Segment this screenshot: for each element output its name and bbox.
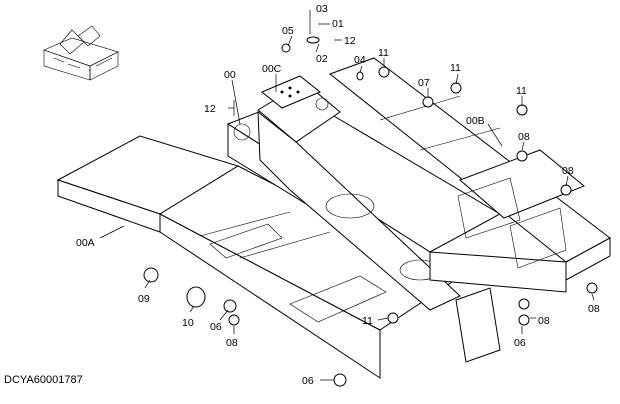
seal-10	[186, 286, 206, 308]
seal-08-b	[518, 298, 530, 310]
seal-11-bottom	[387, 312, 399, 324]
callout-00C: 00C	[262, 63, 282, 75]
callout-06-left: 06	[210, 321, 222, 333]
callout-09: 09	[138, 293, 150, 305]
callout-11-bottom: 11	[362, 315, 373, 327]
callout-08-upper: 08	[518, 131, 530, 143]
callout-01: 01	[332, 18, 344, 30]
callout-04: 04	[354, 54, 366, 66]
orientation-thumbnail	[43, 25, 119, 81]
left-side-frame	[56, 135, 459, 379]
center-frame	[226, 81, 502, 311]
callout-03: 03	[316, 3, 328, 15]
callout-12-top: 12	[344, 35, 356, 47]
callout-11-mid: 11	[450, 62, 461, 74]
seal-rings	[143, 36, 598, 387]
seal-06-b	[518, 314, 530, 326]
callout-12-left: 12	[204, 103, 216, 115]
callout-02: 02	[316, 53, 328, 65]
step-plate	[261, 75, 321, 109]
callout-06-bottom: 06	[302, 375, 314, 387]
document-id: DCYA60001787	[4, 374, 83, 386]
seal-05	[281, 43, 291, 53]
callout-07: 07	[418, 77, 430, 89]
callout-05: 05	[282, 25, 294, 37]
seal-11-top	[378, 66, 390, 78]
callout-11-right: 11	[516, 85, 527, 97]
seal-08-c	[586, 282, 598, 294]
callout-00A: 00A	[76, 237, 95, 249]
callout-06-right: 06	[514, 337, 526, 349]
seal-09	[143, 267, 159, 283]
callout-08-lower: 08	[538, 315, 550, 327]
seal-04	[356, 71, 364, 81]
right-side-frame	[328, 57, 611, 363]
callout-11-top: 11	[378, 47, 389, 59]
callout-08-far-right: 08	[588, 303, 600, 315]
seal-08-d	[560, 184, 572, 196]
seal-08-e	[516, 150, 528, 162]
seal-11-right	[516, 104, 528, 116]
seal-06-a	[223, 299, 237, 313]
callout-08-left: 08	[226, 337, 238, 349]
callout-08-right: 08	[562, 165, 574, 177]
callout-00: 00	[224, 69, 236, 81]
seal-07	[422, 96, 434, 108]
callout-labels: 03 01 05 02 12 04 11 00C 00 07 11 11 12 …	[76, 3, 600, 387]
callout-00B: 00B	[466, 115, 485, 127]
seal-02	[306, 36, 320, 44]
leader-lines	[99, 10, 595, 381]
callout-10: 10	[182, 317, 194, 329]
seal-06-bottom	[333, 373, 347, 387]
seal-11-mid	[450, 82, 462, 94]
seal-08-a	[228, 314, 240, 326]
